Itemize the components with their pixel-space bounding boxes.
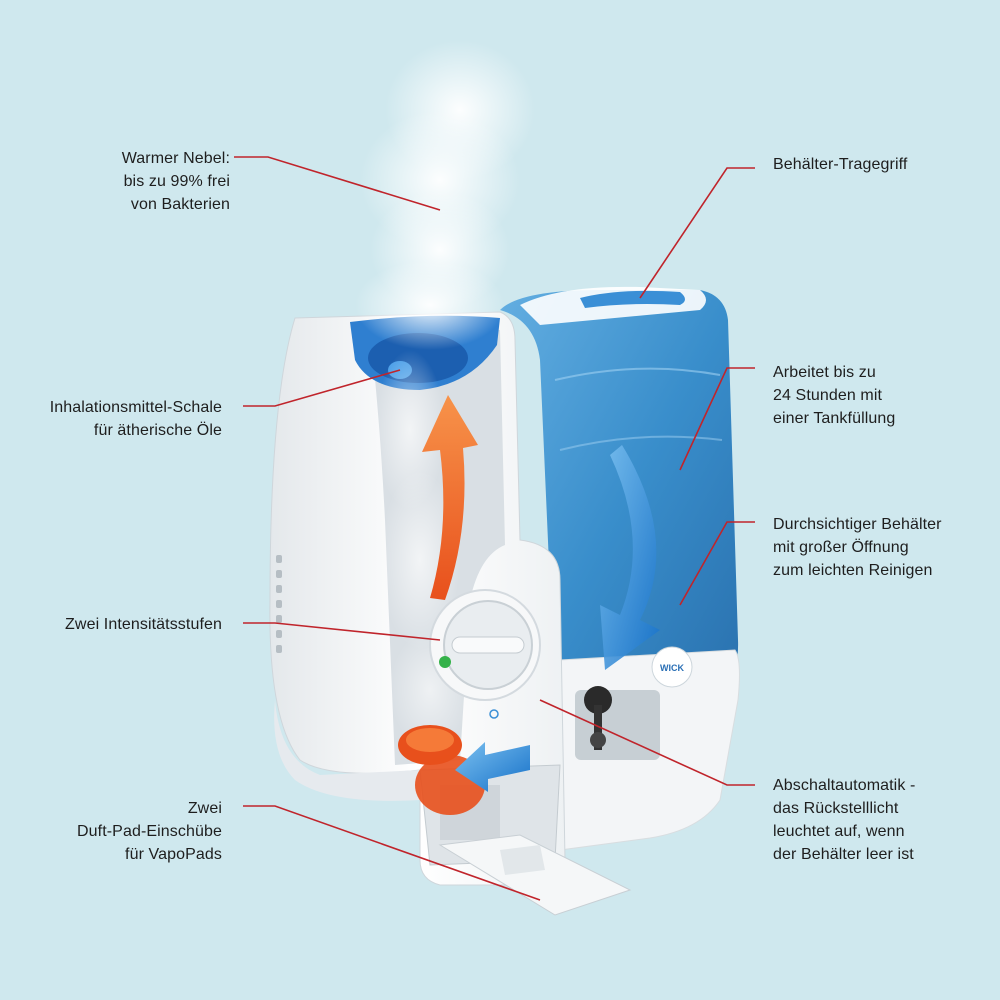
leader-pad-slots xyxy=(243,805,541,901)
leader-shutoff xyxy=(539,699,755,786)
intensity-dial[interactable] xyxy=(429,589,541,719)
brand-logo: WICK xyxy=(651,646,693,688)
leader-inhalant-bowl xyxy=(243,369,401,407)
label-pad-slots: Zwei Duft-Pad-Einschübe für VapoPads xyxy=(77,800,222,863)
carry-handle[interactable] xyxy=(580,290,685,308)
leader-intensity xyxy=(243,622,441,641)
steam-cloud xyxy=(355,40,535,750)
leader-warm-mist xyxy=(234,156,441,211)
pad-insert-arrow xyxy=(455,742,530,792)
leader-lines xyxy=(234,156,755,901)
svg-text:WICK: WICK xyxy=(660,663,684,673)
leader-tank xyxy=(679,521,755,606)
label-intensity-levels: Zwei Intensitätsstufen xyxy=(65,616,222,633)
label-warm-mist: Warmer Nebel: bis zu 99% frei von Bakter… xyxy=(121,150,230,213)
label-carry-handle: Behälter-Tragegriff xyxy=(773,156,908,173)
water-flow-arrow xyxy=(600,445,660,670)
side-vents xyxy=(276,555,282,653)
leader-runtime xyxy=(679,367,755,471)
reset-light xyxy=(489,709,499,719)
heat-flow-arrow xyxy=(422,395,478,600)
label-auto-shutoff: Abschaltautomatik - das Rückstelllicht l… xyxy=(773,777,916,863)
leader-handle xyxy=(639,167,755,299)
label-runtime: Arbeitet bis zu 24 Stunden mit einer Tan… xyxy=(773,364,896,427)
indicator-light xyxy=(439,656,451,668)
label-inhalant-bowl: Inhalationsmittel-Schale für ätherische … xyxy=(49,399,222,439)
label-clear-tank: Durchsichtiger Behälter mit großer Öffnu… xyxy=(773,516,942,579)
shutoff-valve xyxy=(584,686,612,714)
